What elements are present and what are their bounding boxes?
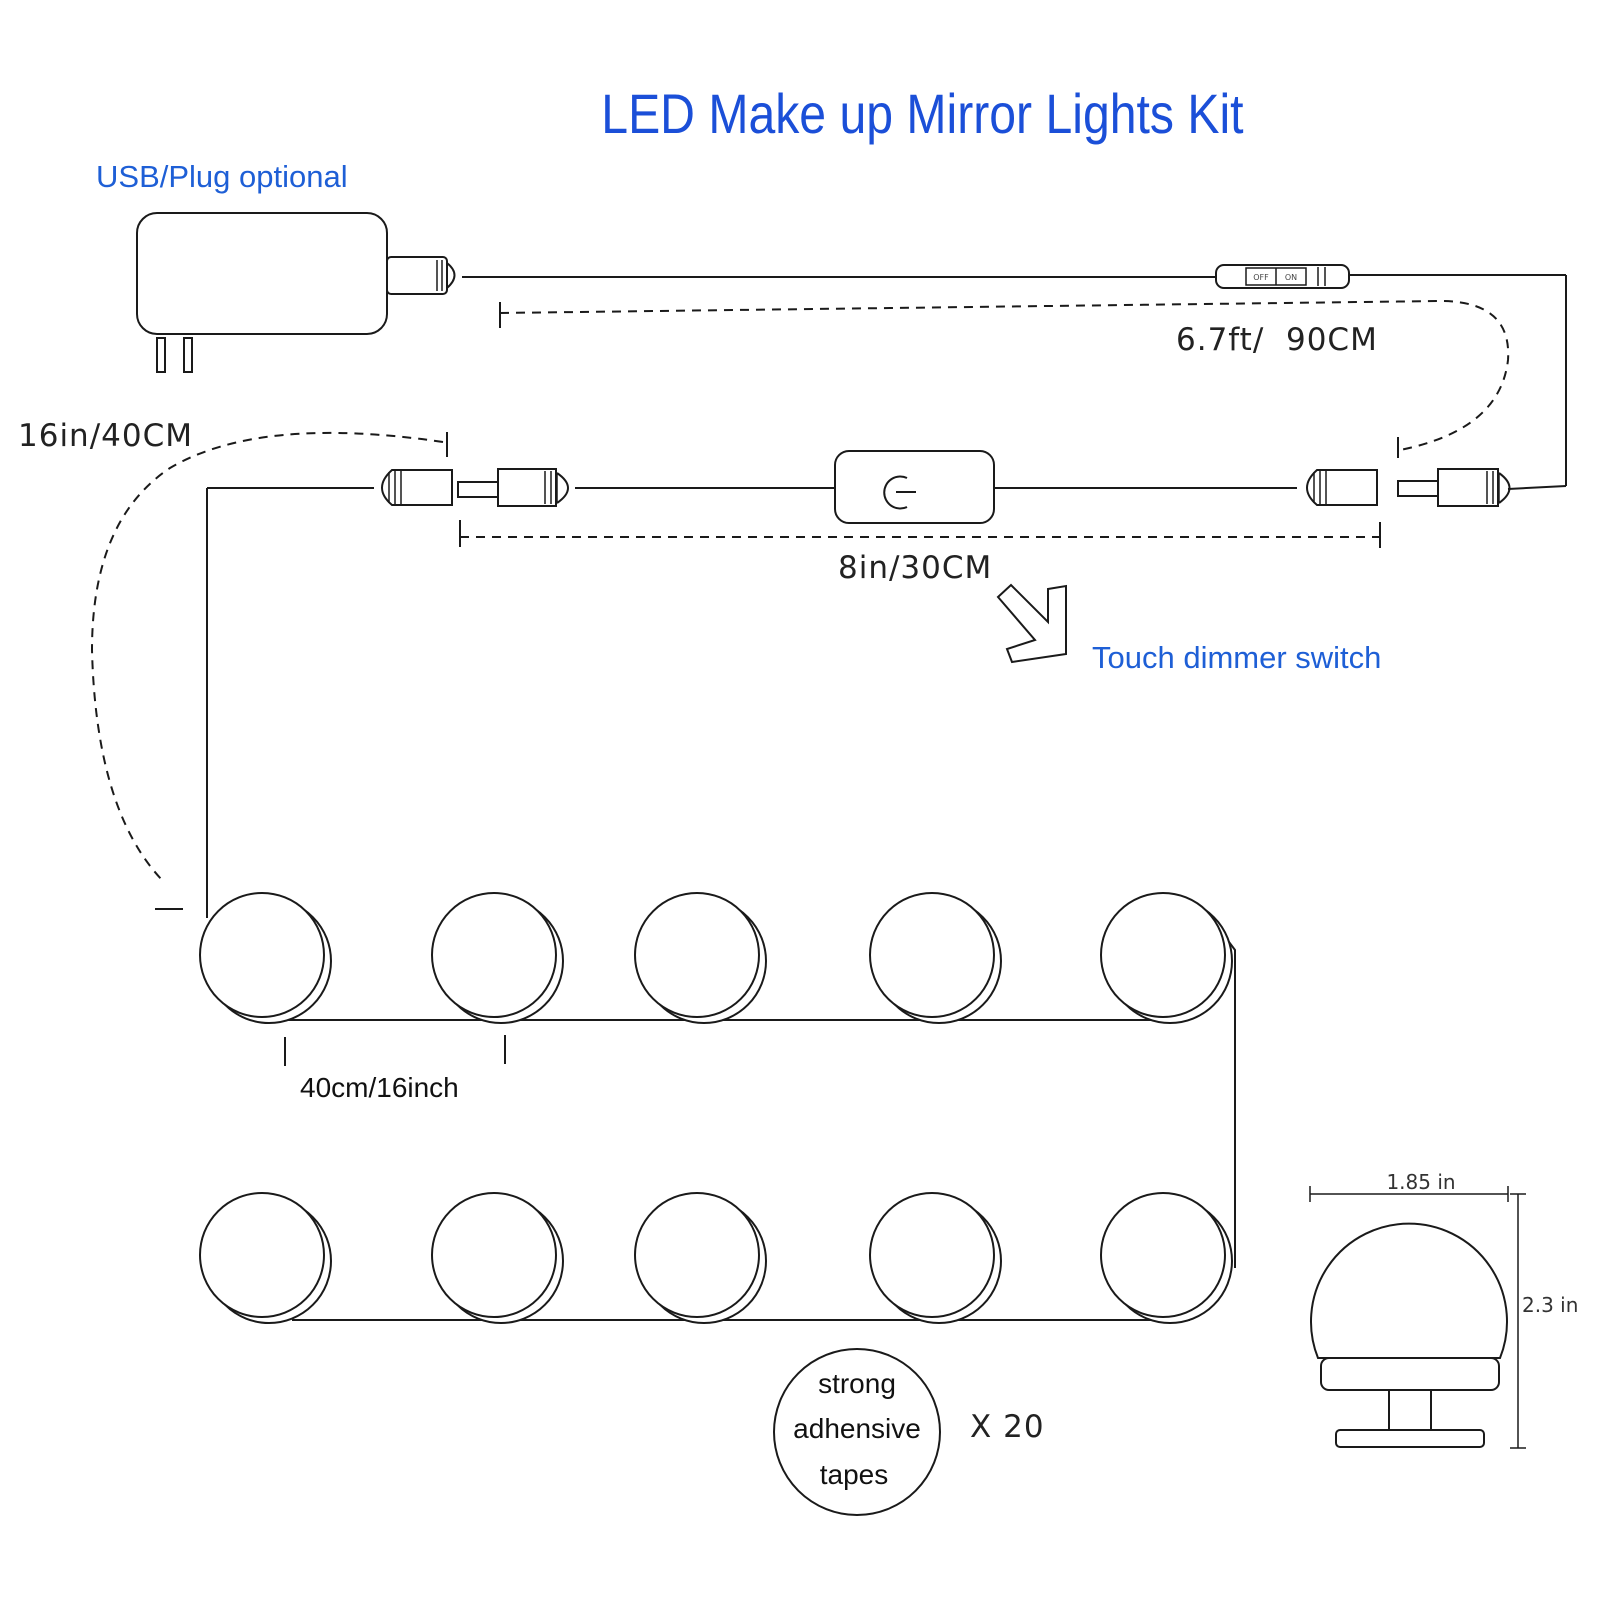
bulb-4 — [869, 892, 1002, 1024]
adhesive-line-3: tapes — [820, 1459, 889, 1490]
bulb-8 — [634, 1192, 767, 1324]
switch-on-label: ON — [1285, 273, 1297, 282]
dimmer-segment-dimension-label: 8in/30CM — [838, 550, 992, 586]
bulb-width-label: 1.85 in — [1386, 1170, 1455, 1194]
power-icon — [883, 475, 916, 510]
adhesive-tapes: strong adhensive tapes X 20 — [773, 1348, 1045, 1516]
bulb-spacing-label: 40cm/16inch — [300, 1072, 459, 1103]
bulb-size-detail: 1.85 in 2.3 in — [1309, 1170, 1578, 1449]
adhesive-line-1: strong — [818, 1368, 896, 1399]
bulb-7 — [431, 1192, 564, 1324]
bulb-3 — [634, 892, 767, 1024]
bulb-height-label: 2.3 in — [1522, 1293, 1578, 1317]
inline-on-off-switch: OFF ON — [1215, 264, 1350, 289]
adhesive-line-2: adhensive — [793, 1413, 921, 1444]
bulb-spacing-dimension: 40cm/16inch — [284, 1035, 506, 1103]
main-cable-dimension-label: 6.7ft/ 90CM — [1176, 322, 1378, 358]
bulb-strip — [199, 892, 1233, 1324]
page-title: LED Make up Mirror Lights Kit — [601, 84, 1244, 146]
switch-off-label: OFF — [1253, 273, 1269, 282]
bulb-2 — [431, 892, 564, 1024]
bulb-10 — [1100, 1192, 1233, 1324]
main-cable — [462, 274, 1567, 490]
power-adapter: USB/Plug optional — [96, 159, 456, 373]
outline-arrow-icon — [996, 583, 1067, 664]
touch-dimmer-switch — [834, 450, 995, 524]
dimmer-cable — [381, 450, 1511, 524]
bulb-5 — [1100, 892, 1233, 1024]
power-option-label: USB/Plug optional — [96, 159, 348, 194]
dimmer-label: Touch dimmer switch — [1092, 640, 1381, 675]
adhesive-quantity: X 20 — [970, 1409, 1045, 1445]
first-lead-dimension: 16in/40CM — [18, 418, 448, 910]
bulb-9 — [869, 1192, 1002, 1324]
bulb-6 — [199, 1192, 332, 1324]
dimmer-segment-dimension: 8in/30CM — [459, 520, 1381, 586]
bulb-1 — [199, 892, 332, 1024]
first-lead-dimension-label: 16in/40CM — [18, 418, 193, 454]
main-cable-dimension: 6.7ft/ 90CM — [499, 299, 1510, 458]
